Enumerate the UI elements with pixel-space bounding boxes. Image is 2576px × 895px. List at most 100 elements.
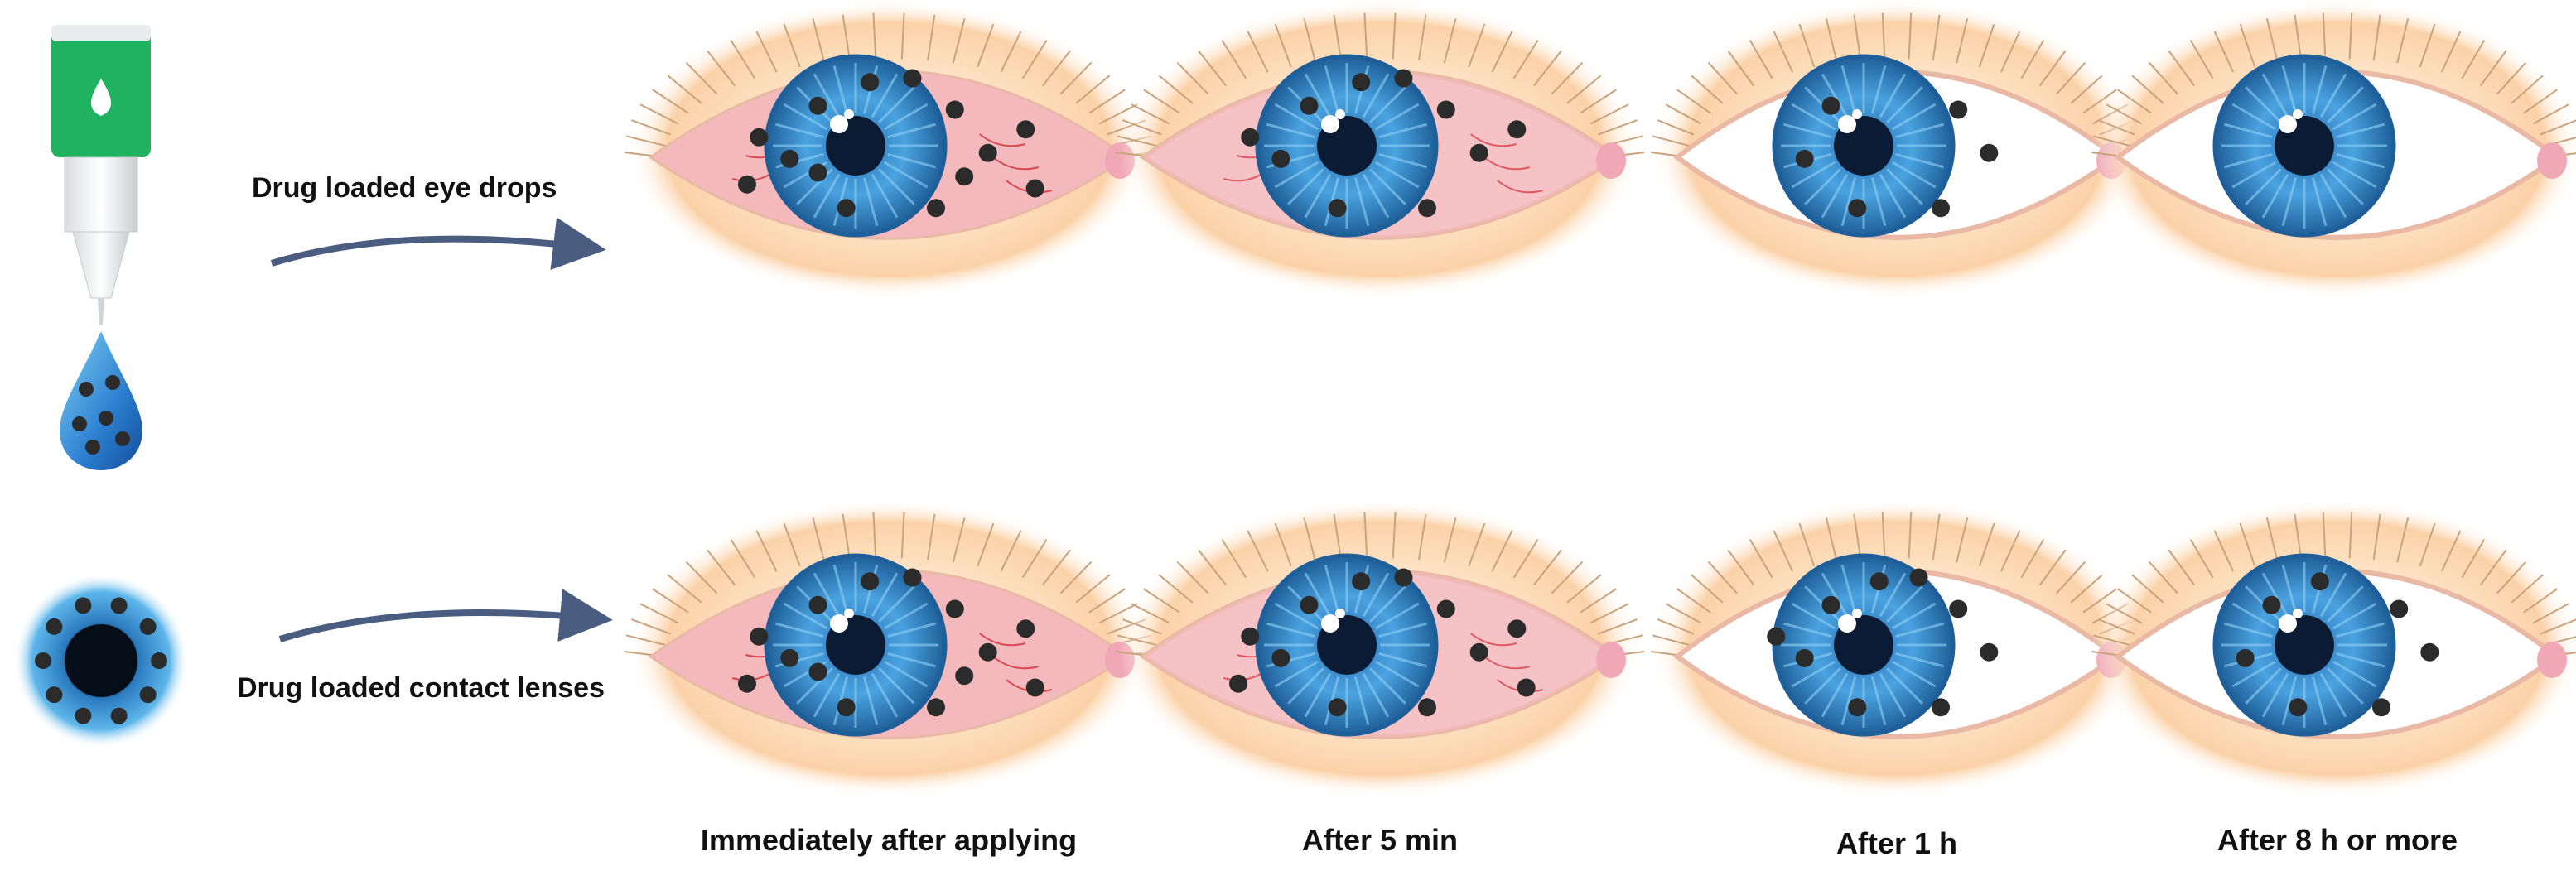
eyelash xyxy=(1707,61,1738,95)
eyelash xyxy=(1707,561,1738,594)
drug-particle xyxy=(978,642,997,662)
eyelash xyxy=(2097,618,2135,635)
vein xyxy=(979,133,1026,147)
drug-particle xyxy=(738,175,756,194)
eyelash xyxy=(1122,618,1162,635)
eyelash xyxy=(783,23,801,68)
eyelash xyxy=(1589,103,1629,125)
iris-fiber xyxy=(813,73,841,118)
iris-fiber xyxy=(775,123,824,139)
iris-fiber xyxy=(1886,585,1923,623)
eyelash xyxy=(2511,574,2544,604)
eyelash xyxy=(1798,23,1816,68)
eyelash xyxy=(2038,50,2067,87)
iris-fiber xyxy=(1804,667,1841,705)
eyelash xyxy=(1075,574,1111,604)
drug-particle xyxy=(861,572,880,591)
drug-particle xyxy=(110,597,128,614)
eyelash xyxy=(1468,23,1486,68)
eyelash xyxy=(872,512,877,559)
iris-fiber xyxy=(883,161,929,189)
iris-fiber xyxy=(1791,161,1836,189)
eyelash xyxy=(842,513,851,561)
eyelash xyxy=(1749,539,1773,579)
eyelash xyxy=(1881,12,1886,60)
iris-fiber xyxy=(1369,86,1406,123)
iris-fiber xyxy=(887,652,936,668)
drug-particle xyxy=(861,73,880,92)
eyelash xyxy=(952,517,966,563)
highlight xyxy=(2293,609,2303,618)
eyelash xyxy=(1512,40,1539,79)
drug-particle xyxy=(1025,179,1044,198)
vein xyxy=(1483,656,1531,670)
iris-fiber xyxy=(2319,672,2347,718)
eyelash xyxy=(1131,603,1170,624)
eyelash xyxy=(2070,75,2103,104)
iris-fiber xyxy=(1895,123,1944,139)
iris-fiber xyxy=(1353,676,1370,725)
eyelash xyxy=(1122,119,1162,136)
highlight xyxy=(2293,109,2303,119)
time-label-immediately: Immediately after applying xyxy=(700,823,1078,857)
eyelash xyxy=(1274,522,1292,567)
drug-particle xyxy=(1517,678,1536,697)
iris-fiber xyxy=(2332,103,2377,131)
eyelash xyxy=(2106,603,2142,624)
eyelash xyxy=(2523,588,2558,614)
drug-loaded-drop-icon xyxy=(60,331,142,470)
eyelash xyxy=(952,18,966,64)
eyelash xyxy=(1589,603,1629,624)
eyelash xyxy=(1363,12,1368,60)
iris-fiber xyxy=(1870,676,1887,725)
eyelash xyxy=(1088,588,1126,614)
contact-lens-icon xyxy=(15,575,187,747)
drug-particle xyxy=(1328,698,1347,717)
iris-fiber xyxy=(2261,672,2289,718)
eyelash xyxy=(1773,31,1794,73)
iris-fiber xyxy=(2281,676,2298,725)
eyelash xyxy=(1042,50,1071,87)
eyelash xyxy=(2092,135,2131,147)
drug-particle xyxy=(1025,678,1044,697)
iris-fiber xyxy=(813,572,841,618)
iris-fiber xyxy=(1362,672,1390,718)
iris-fiber xyxy=(883,103,929,131)
eyelash xyxy=(927,14,936,61)
eyelash xyxy=(2533,103,2569,125)
eyelash xyxy=(1198,549,1227,586)
eyelash xyxy=(1580,588,1617,614)
iris-fiber xyxy=(2327,168,2364,205)
eyelash xyxy=(2322,512,2327,559)
iris-fiber xyxy=(1374,161,1420,189)
drug-particle xyxy=(837,698,856,717)
eyelash xyxy=(2239,522,2256,567)
eyelash xyxy=(1932,14,1941,61)
drug-particle xyxy=(808,595,827,614)
eyelash xyxy=(639,603,679,624)
iris-fiber xyxy=(1378,622,1427,638)
drug-particle xyxy=(46,618,63,635)
eyelash xyxy=(2117,89,2152,114)
iris-fiber xyxy=(1791,660,1836,688)
eyelash xyxy=(2097,119,2135,136)
eyelash xyxy=(2540,618,2576,635)
drug-particle xyxy=(1821,96,1840,115)
caruncle xyxy=(1596,142,1626,179)
eyelash xyxy=(927,513,936,561)
iris-fiber xyxy=(1369,168,1406,205)
time-label-5-min: After 5 min xyxy=(1301,823,1459,857)
highlight xyxy=(1321,614,1339,633)
eyelash xyxy=(2056,561,2086,594)
contact-lenses-arrow xyxy=(278,589,613,642)
iris-fiber xyxy=(1374,660,1420,688)
eyelash xyxy=(1566,75,1602,104)
drug-particle xyxy=(1241,128,1260,147)
iris-fiber xyxy=(2231,103,2277,131)
highlight xyxy=(1852,609,1862,618)
highlight xyxy=(1321,115,1339,133)
drug-particle xyxy=(945,100,964,119)
eyelash xyxy=(2496,561,2527,594)
eyelash xyxy=(1727,50,1755,87)
drug-particle xyxy=(955,167,974,186)
